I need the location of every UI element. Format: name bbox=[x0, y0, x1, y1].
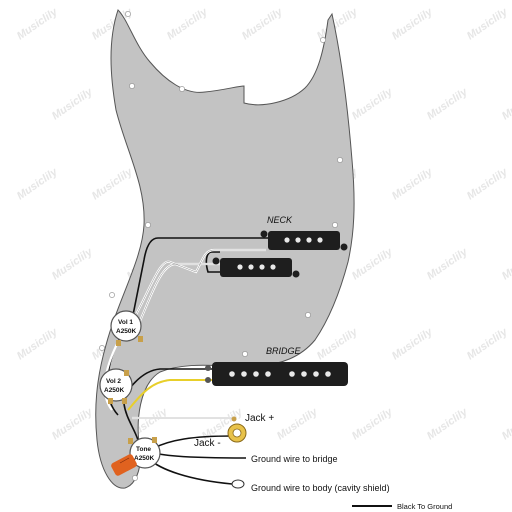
vol2-pot: Vol 2 A250K bbox=[99, 368, 133, 404]
neck-lower-black-wire bbox=[205, 251, 220, 273]
neck-pickup bbox=[212, 230, 348, 278]
bridge-poles bbox=[229, 371, 331, 377]
pot-lug bbox=[152, 437, 157, 443]
pot-lug bbox=[122, 398, 127, 404]
ground-body-label: Ground wire to body (cavity shield) bbox=[251, 483, 390, 493]
vol1-value: A250K bbox=[116, 328, 137, 335]
watermark-text: Musiclily bbox=[465, 5, 511, 42]
pickup-lug bbox=[212, 257, 220, 265]
screw-hole bbox=[129, 83, 135, 89]
pickup-lug bbox=[260, 230, 268, 238]
pot-lug bbox=[108, 398, 113, 404]
vol2-label: Vol 2 bbox=[106, 378, 121, 385]
watermark-text: Musiclily bbox=[165, 5, 211, 42]
screw-hole bbox=[109, 292, 115, 298]
watermark-text: Musiclily bbox=[425, 405, 471, 442]
bridge-pickup bbox=[205, 362, 348, 386]
screw-hole bbox=[332, 222, 338, 228]
bridge-yellow-wire bbox=[127, 379, 218, 411]
jack-plus-label: Jack + bbox=[245, 413, 274, 424]
jack-tip-lug bbox=[231, 416, 237, 422]
neck-upper-black-wire bbox=[131, 237, 268, 321]
legend-black-label: Black To Ground bbox=[397, 502, 452, 511]
output-jack bbox=[227, 416, 247, 443]
watermark-text: Musiclily bbox=[15, 325, 61, 362]
pot-lug bbox=[128, 438, 133, 444]
watermark-text: Musiclily bbox=[500, 245, 512, 282]
neck-pickup-upper bbox=[268, 231, 340, 250]
screw-hole bbox=[320, 37, 326, 43]
tone-value: A250K bbox=[134, 455, 155, 462]
watermark-text: Musiclily bbox=[350, 85, 396, 122]
screw-hole bbox=[99, 345, 105, 351]
watermark-text: Musiclily bbox=[390, 5, 436, 42]
pot-lug bbox=[116, 340, 121, 346]
watermark-text: Musiclily bbox=[500, 405, 512, 442]
screw-hole bbox=[305, 312, 311, 318]
watermark-text: Musiclily bbox=[90, 165, 136, 202]
watermark-text: Musiclily bbox=[315, 325, 361, 362]
screw-holes bbox=[99, 11, 343, 481]
vol1-pot: Vol 1 A250K bbox=[110, 310, 143, 346]
screw-hole bbox=[337, 157, 343, 163]
neck-pickup-lower bbox=[220, 258, 292, 277]
pot-lug bbox=[138, 336, 143, 342]
watermark-text: Musiclily bbox=[350, 405, 396, 442]
watermark-text: Musiclily bbox=[315, 5, 361, 42]
neck-poles bbox=[237, 237, 323, 270]
pickup-lug bbox=[292, 270, 300, 278]
tone-label: Tone bbox=[136, 446, 151, 453]
screw-hole bbox=[132, 475, 138, 481]
watermark-text: Musiclily bbox=[275, 405, 321, 442]
vol2-to-tone-black bbox=[123, 403, 139, 441]
watermark-text: Musiclily bbox=[15, 5, 61, 42]
capacitor bbox=[111, 454, 137, 476]
watermark-text: Musiclily bbox=[425, 245, 471, 282]
watermark-text: Musiclily bbox=[390, 325, 436, 362]
watermark-text: Musiclily bbox=[425, 85, 471, 122]
watermark-text: Musiclily bbox=[50, 405, 96, 442]
screw-hole bbox=[145, 222, 151, 228]
watermark-text: Musiclily bbox=[350, 245, 396, 282]
vol1-label: Vol 1 bbox=[118, 319, 133, 326]
watermark-text: Musiclily bbox=[500, 85, 512, 122]
watermark-text: Musiclily bbox=[465, 325, 511, 362]
ground-terminal-ring bbox=[231, 479, 245, 489]
jack-minus-label: Jack - bbox=[194, 438, 221, 449]
pickup-lug bbox=[205, 377, 211, 383]
tone-pot: Tone A250K bbox=[128, 437, 161, 469]
screw-hole bbox=[125, 11, 131, 17]
pickup-lug bbox=[340, 243, 348, 251]
watermark-text: Musiclily bbox=[240, 5, 286, 42]
neck-label: NECK bbox=[267, 215, 293, 225]
bridge-label: BRIDGE bbox=[266, 346, 302, 356]
ground-bridge-label: Ground wire to bridge bbox=[251, 454, 338, 464]
ground-body-wire bbox=[147, 457, 233, 485]
ground-bridge-wire bbox=[149, 451, 247, 459]
watermark-text: Musiclily bbox=[390, 165, 436, 202]
vol2-value: A250K bbox=[104, 387, 125, 394]
watermark-text: Musiclily bbox=[50, 85, 96, 122]
watermark-text: Musiclily bbox=[465, 165, 511, 202]
white-wire-outline bbox=[131, 249, 266, 419]
screw-hole bbox=[242, 351, 248, 357]
pickup-lug bbox=[205, 365, 211, 371]
watermark-text: Musiclily bbox=[15, 165, 61, 202]
screw-hole bbox=[179, 86, 185, 92]
watermark-text: Musiclily bbox=[50, 245, 96, 282]
pot-lug bbox=[124, 370, 129, 376]
